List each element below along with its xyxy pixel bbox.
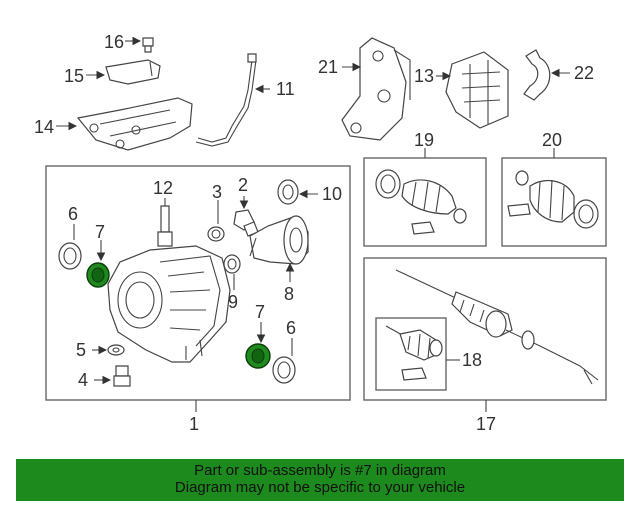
callout-16: 16: [104, 32, 124, 52]
callout-18: 18: [462, 350, 482, 370]
part-1-differential-housing[interactable]: [107, 245, 231, 363]
part-22-clamp[interactable]: [523, 49, 551, 101]
footer-line-1: Part or sub-assembly is #7 in diagram: [194, 462, 446, 479]
part-2-sensor[interactable]: [233, 209, 259, 237]
part-7-highlighted-seal-left[interactable]: [86, 262, 110, 288]
part-10-seal[interactable]: [277, 179, 299, 205]
callout-10: 10: [322, 184, 342, 204]
part-20-boot-kit[interactable]: [507, 170, 599, 229]
callout-4: 4: [78, 370, 88, 390]
part-6-seal-right[interactable]: [272, 356, 296, 384]
part-14-shield[interactable]: [76, 97, 193, 151]
part-3-o-ring[interactable]: [207, 226, 225, 242]
part-15-plate[interactable]: [105, 59, 161, 85]
part-9-ring[interactable]: [223, 254, 241, 274]
callout-15: 15: [64, 66, 84, 86]
callout-3: 3: [212, 182, 222, 202]
callout-1: 1: [189, 414, 199, 434]
part-13-bracket[interactable]: [445, 51, 509, 129]
callout-6-right: 6: [286, 318, 296, 338]
footer-line-2: Diagram may not be specific to your vehi…: [174, 479, 466, 496]
part-6-seal-left[interactable]: [58, 242, 82, 270]
callout-2: 2: [238, 175, 248, 195]
part-5-washer[interactable]: [107, 344, 125, 356]
part-8-flange[interactable]: [249, 215, 309, 265]
callout-6-left: 6: [68, 204, 78, 224]
part-7-highlighted-seal-right[interactable]: [245, 343, 271, 369]
part-12-bolt[interactable]: [157, 205, 173, 247]
callout-9: 9: [228, 292, 238, 312]
callout-8: 8: [284, 284, 294, 304]
callout-13: 13: [414, 66, 434, 86]
callout-7-left: 7: [95, 222, 105, 242]
part-11-vent-tube[interactable]: [195, 53, 257, 147]
part-19-boot-kit[interactable]: [375, 169, 467, 235]
callout-11: 11: [276, 79, 295, 99]
callout-5: 5: [76, 340, 86, 360]
part-17-axle-shaft[interactable]: [395, 269, 599, 385]
callout-20: 20: [542, 130, 562, 150]
callout-14: 14: [34, 117, 54, 137]
callout-12: 12: [153, 178, 173, 198]
part-16-bolt[interactable]: [142, 37, 154, 53]
footer-banner: Part or sub-assembly is #7 in diagram Di…: [16, 459, 624, 501]
callout-7-right: 7: [255, 302, 265, 322]
callout-22: 22: [574, 63, 594, 83]
callout-17: 17: [476, 414, 496, 434]
part-18-joint-kit[interactable]: [385, 325, 443, 381]
part-4-plug[interactable]: [113, 365, 131, 387]
callout-21: 21: [318, 57, 338, 77]
part-21-bracket[interactable]: [341, 37, 411, 141]
callout-19: 19: [414, 130, 434, 150]
